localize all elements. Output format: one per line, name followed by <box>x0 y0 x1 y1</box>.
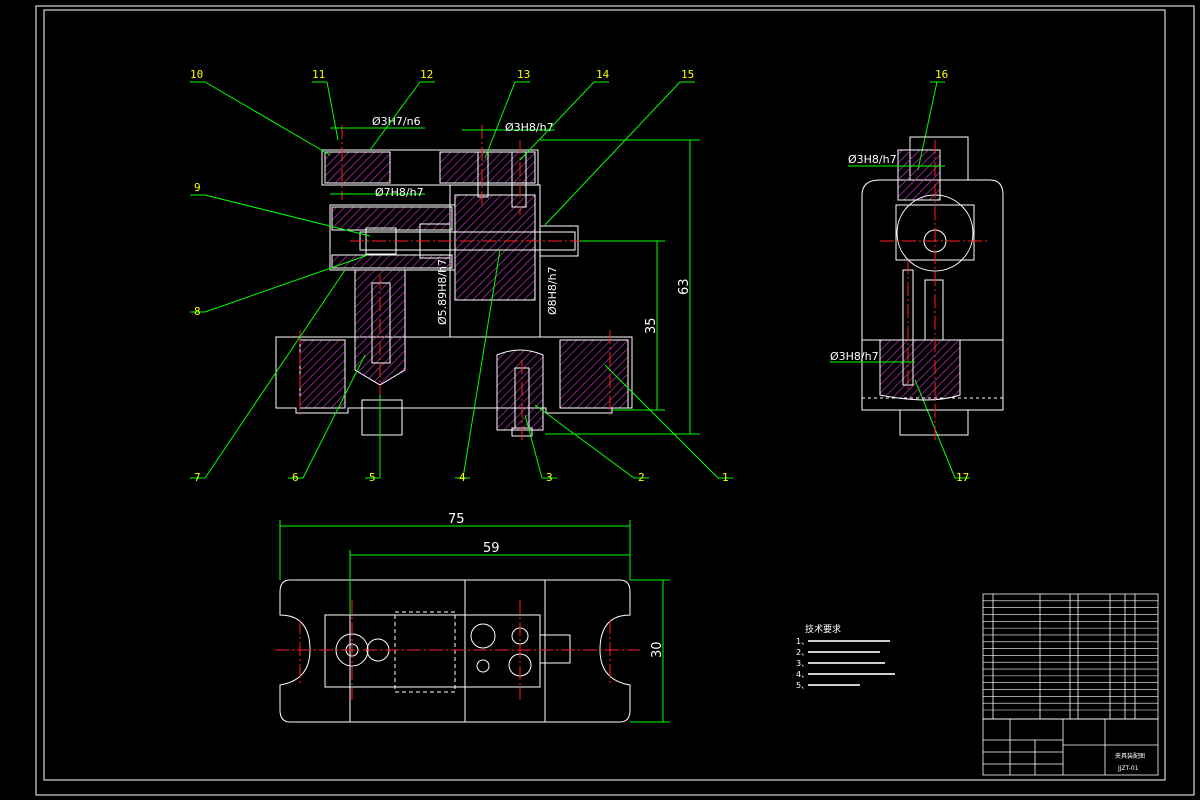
balloon-14: 14 <box>596 68 610 81</box>
fit-label-4: Ø5.89H8/h7 <box>436 259 449 325</box>
fit-label-2: Ø3H8/h7 <box>505 121 554 134</box>
note-line-3: 3、 <box>796 659 809 668</box>
fit-label-3: Ø7H8/h7 <box>375 186 424 199</box>
side-centerlines <box>880 140 990 440</box>
dim-30: 30 <box>650 641 665 658</box>
balloon-7: 7 <box>194 471 201 484</box>
note-line-2: 2、 <box>796 648 809 657</box>
side-dimensions <box>830 165 945 363</box>
note-line-1: 1、 <box>796 637 809 646</box>
balloon-10: 10 <box>190 68 203 81</box>
side-view <box>861 136 1004 436</box>
balloon-16: 16 <box>935 68 948 81</box>
notes-scribble <box>808 640 895 686</box>
title-block <box>982 718 1159 776</box>
balloon-4: 4 <box>459 471 466 484</box>
front-view <box>275 149 633 437</box>
note-line-5: 5、 <box>796 681 809 690</box>
dim-59: 59 <box>483 541 500 556</box>
balloon-1: 1 <box>722 471 729 484</box>
balloon-8: 8 <box>194 305 201 318</box>
balloon-6: 6 <box>292 471 299 484</box>
balloon-12: 12 <box>420 68 433 81</box>
balloon-11: 11 <box>312 68 325 81</box>
fit-label-7: Ø3H8/h7 <box>830 350 879 363</box>
balloon-labels: 10 11 12 13 14 15 16 9 8 7 6 5 4 3 2 1 1… <box>190 68 969 484</box>
leader-lines <box>190 81 970 479</box>
outer-frame <box>35 5 1195 796</box>
balloon-15: 15 <box>681 68 694 81</box>
title-label-b: JJZT-01 <box>1117 765 1139 772</box>
balloon-17: 17 <box>956 471 969 484</box>
technical-notes: 技术要求 1、 2、 3、 4、 5、 <box>796 623 841 690</box>
dim-75: 75 <box>448 512 465 527</box>
inner-frame <box>43 9 1166 781</box>
title-label-a: 夹具装配图 <box>1115 752 1145 760</box>
fit-label-5: Ø8H8/h7 <box>546 266 559 315</box>
fit-label-1: Ø3H7/n6 <box>372 115 421 128</box>
top-dimensions <box>279 520 670 723</box>
balloon-2: 2 <box>638 471 645 484</box>
balloon-9: 9 <box>194 181 201 194</box>
note-line-4: 4、 <box>796 670 809 679</box>
top-centerlines <box>275 600 640 700</box>
base-hatch-left <box>299 339 346 409</box>
balloon-5: 5 <box>369 471 376 484</box>
fit-label-6: Ø3H8/h7 <box>848 153 897 166</box>
balloon-13: 13 <box>517 68 530 81</box>
dim-63: 63 <box>677 278 692 295</box>
notes-title: 技术要求 <box>805 623 841 635</box>
balloon-3: 3 <box>546 471 553 484</box>
dim-35: 35 <box>644 317 659 334</box>
parts-list-rows <box>983 600 1158 711</box>
